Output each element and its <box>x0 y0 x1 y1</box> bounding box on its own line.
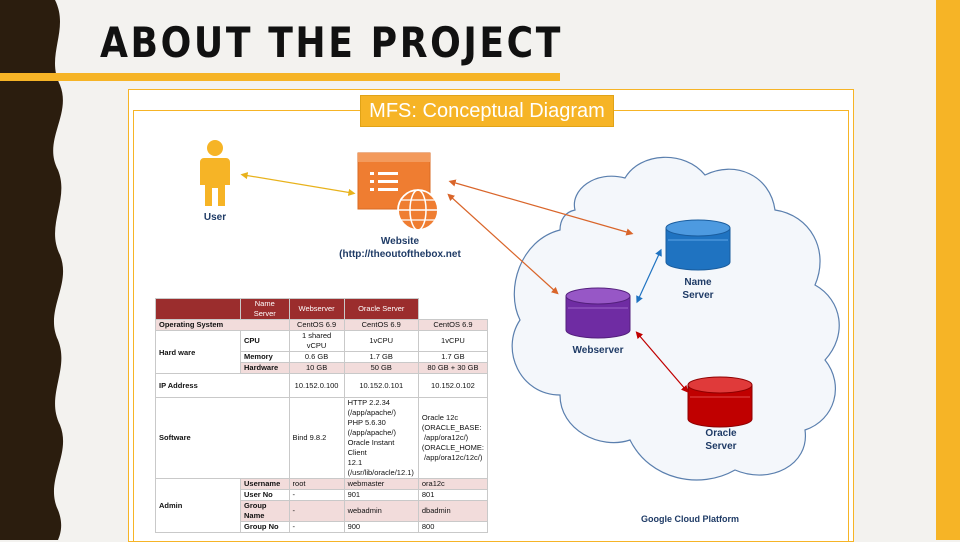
table-row: Group No - 900 800 <box>156 521 489 533</box>
website-url: (http://theoutofthebox.net <box>339 249 461 260</box>
webserver-label: Webserver <box>572 345 624 356</box>
user-icon <box>200 140 230 206</box>
table-row: Operating System CentOS 6.9 CentOS 6.9 C… <box>155 319 489 331</box>
table-row: Admin Username root webmaster ora12c <box>155 478 489 533</box>
col-header: Webserver <box>288 298 345 320</box>
server-spec-table: Name Server Webserver Oracle Server Oper… <box>155 298 489 533</box>
name-server-label-1: Name <box>684 277 712 288</box>
table-row: Hardware 10 GB 50 GB 80 GB + 30 GB <box>156 362 489 374</box>
user-website-arrow <box>240 172 356 196</box>
webserver-icon <box>565 287 631 339</box>
table-header-row: Name Server Webserver Oracle Server <box>155 298 488 320</box>
title-underline <box>0 73 560 81</box>
website-icon <box>357 152 439 231</box>
slide-title: ABOUT THE PROJECT <box>100 18 563 67</box>
oracle-server-label-1: Oracle <box>705 428 737 439</box>
name-server-label-2: Server <box>682 290 714 301</box>
table-row: Software Bind 9.8.2 HTTP 2.2.34 (/app/ap… <box>155 397 489 479</box>
table-row: Memory 0.6 GB 1.7 GB 1.7 GB <box>156 351 489 363</box>
cloud-label: Google Cloud Platform <box>641 514 739 524</box>
col-header: Name Server <box>240 298 290 320</box>
website-webserver-arrow <box>447 193 559 295</box>
name-server-icon <box>665 219 731 271</box>
oracle-server-label-2: Server <box>705 441 737 452</box>
oracle-server-icon <box>687 376 753 428</box>
decorative-left-band <box>0 0 64 540</box>
table-row: IP Address 10.152.0.100 10.152.0.101 10.… <box>155 373 489 398</box>
nameserver-webserver-arrow <box>636 248 662 304</box>
website-label: Website <box>380 236 420 247</box>
cloud-shape <box>511 156 840 481</box>
user-label: User <box>203 212 227 223</box>
decorative-right-band <box>936 0 960 540</box>
col-header: Oracle Server <box>343 298 419 320</box>
table-row: Hard ware CPU 1 shared vCPU 1vCPU 1vCPU <box>155 330 489 374</box>
diagram-title: MFS: Conceptual Diagram <box>360 95 614 127</box>
webserver-oracle-arrow <box>635 331 689 393</box>
